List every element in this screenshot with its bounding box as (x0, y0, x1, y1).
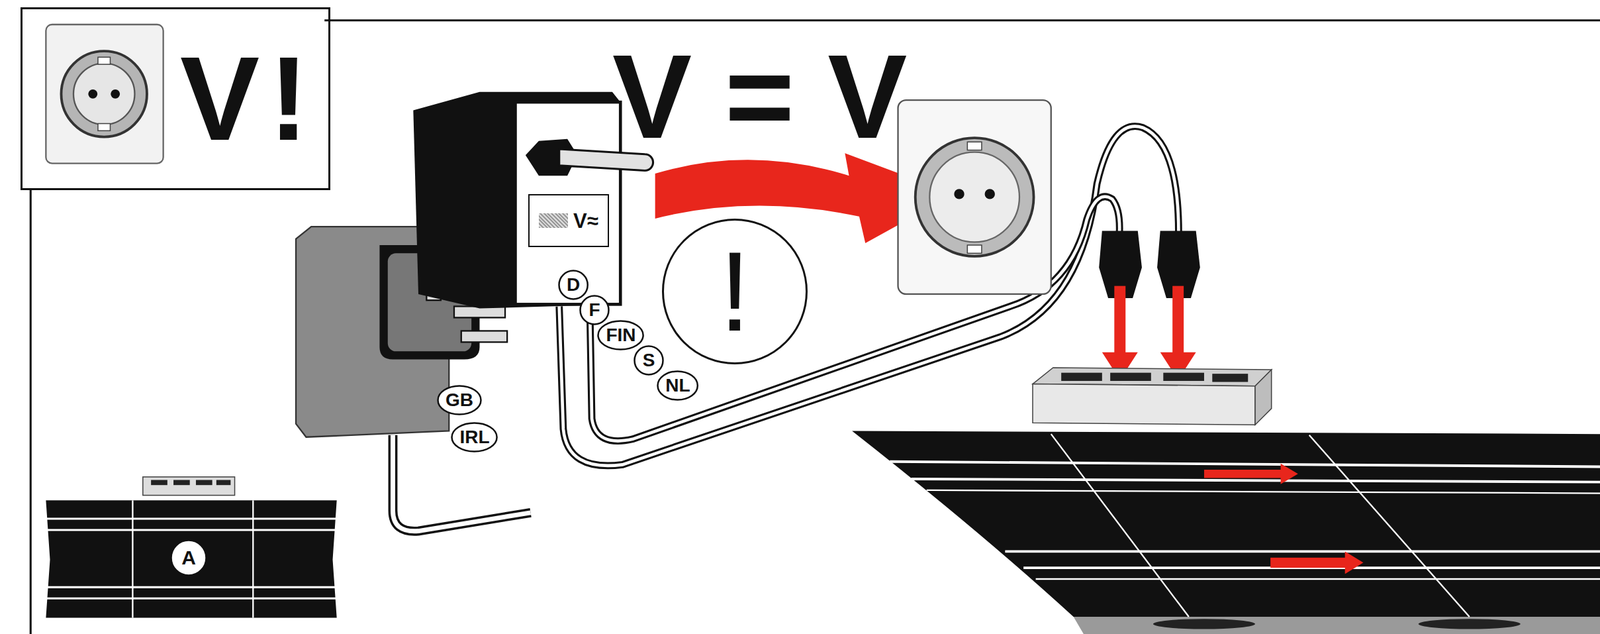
socket-hole (953, 188, 964, 199)
lane-line (45, 597, 337, 600)
country-oval: S (633, 344, 664, 376)
terminal-slot (1212, 373, 1248, 382)
outline-ellipse (663, 219, 807, 364)
socket-plate (45, 24, 163, 164)
terminal-box (1255, 369, 1272, 425)
frame-line (324, 19, 1600, 22)
country-oval: GB (436, 384, 482, 416)
node-text: IRL (459, 427, 490, 447)
transformer-body (413, 92, 621, 309)
lane-line (45, 528, 337, 531)
red-arrow (1114, 285, 1126, 356)
terminal-box (1032, 367, 1272, 386)
outline-ellipse (658, 371, 698, 400)
socket-hole (110, 89, 120, 99)
terminal-slot (1163, 372, 1205, 381)
track-letter-circle: A (170, 538, 208, 576)
red-arrow (1172, 285, 1184, 356)
terminal-slot (150, 479, 168, 486)
voltage-plate: V≈ (528, 193, 610, 247)
node-text: A (181, 547, 196, 568)
lane-line (45, 585, 337, 588)
warning-circle: ! (661, 218, 808, 365)
outline-ellipse (598, 321, 644, 350)
node-text: NL (665, 376, 690, 395)
warning-inset-box: V! (20, 7, 331, 190)
terminal-box (142, 476, 236, 496)
track-joint (1309, 434, 1470, 617)
country-oval: NL (656, 370, 699, 401)
track-slot (1153, 618, 1256, 629)
outline-ellipse (580, 295, 610, 325)
terminal-slot (1110, 372, 1152, 381)
socket-clip (967, 141, 982, 150)
outline-ellipse (558, 270, 588, 300)
lane-line (1004, 549, 1600, 553)
voltage-equation: V = V (612, 37, 907, 157)
country-oval: IRL (450, 421, 498, 453)
socket-hole (985, 188, 995, 199)
transformer-face (515, 101, 621, 304)
obscured-digits (538, 213, 568, 228)
terminal-slot (173, 479, 190, 486)
direction-arrow (1270, 550, 1364, 574)
track-section (851, 430, 1600, 617)
country-oval: FIN (597, 319, 645, 351)
socket-clip (967, 244, 982, 253)
plug-pin (461, 330, 508, 342)
track-side (1073, 616, 1600, 634)
node-text: D (566, 275, 580, 294)
socket-face (73, 63, 135, 125)
node-text: V≈ (573, 210, 599, 232)
node-text: ! (718, 235, 751, 348)
track-joint (252, 499, 254, 617)
track-slot (1418, 618, 1521, 629)
socket-plate (898, 99, 1052, 294)
node-text: F (588, 300, 600, 320)
outline-ellipse (171, 540, 207, 576)
lane-line (1035, 577, 1600, 580)
frame-line (29, 189, 32, 634)
node-text: GB (445, 390, 474, 410)
socket-hole (88, 89, 98, 99)
outline-ellipse (452, 423, 498, 452)
direction-arrow (1204, 463, 1299, 484)
lane-line (889, 461, 1600, 467)
track-joint (131, 499, 134, 617)
outline-ellipse (634, 346, 664, 375)
socket-clip (97, 123, 110, 132)
lane-line (926, 489, 1600, 494)
country-oval: F (579, 294, 610, 326)
terminal-slot (195, 479, 213, 486)
lane-line (45, 517, 337, 520)
outline-ellipse (438, 385, 482, 415)
country-oval: D (558, 269, 589, 300)
terminal-box (1032, 383, 1256, 425)
socket-face (929, 152, 1020, 243)
node-text: V! (180, 39, 318, 159)
terminal-slot (216, 479, 232, 486)
illustration (30, 20, 1600, 634)
node-text: S (642, 350, 656, 370)
lane-line (911, 478, 1600, 482)
track-joint (1051, 433, 1189, 617)
socket-clip (97, 56, 110, 65)
track-section (45, 499, 337, 617)
socket-ring (60, 50, 147, 137)
socket-ring (915, 137, 1035, 257)
terminal-slot (1061, 372, 1103, 381)
node-text: FIN (605, 325, 636, 345)
